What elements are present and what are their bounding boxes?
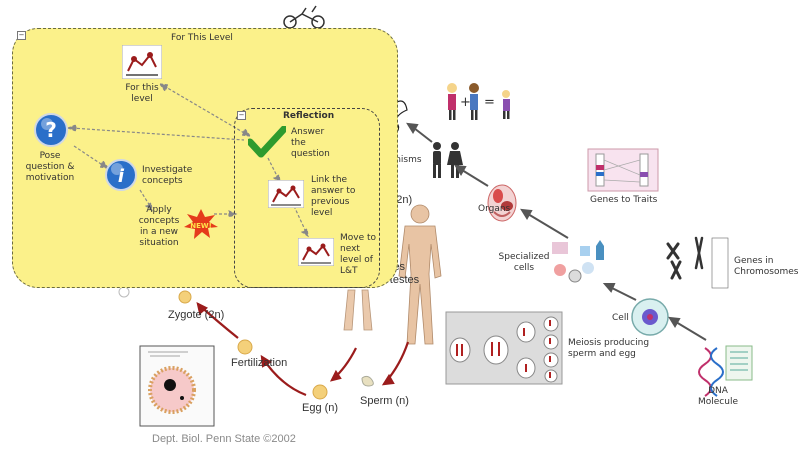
move-next-level-label: Move to next level of L&T	[340, 233, 377, 276]
specialized-cells-icon	[552, 240, 604, 283]
for-this-level-panel: − For This Level	[12, 28, 398, 288]
reflection-collapse-button[interactable]: −	[237, 111, 246, 120]
info-icon[interactable]: i	[104, 158, 138, 192]
svg-text:?: ?	[45, 118, 57, 142]
organs-icon	[487, 184, 517, 222]
molecule-image-icon	[122, 45, 162, 79]
zygote-label: Zygote (2n)	[168, 309, 225, 321]
new-badge-icon: NEW!	[184, 209, 218, 239]
fertilization-image	[139, 345, 215, 427]
cell-icon	[631, 298, 669, 336]
chromosomes-icon	[666, 236, 729, 289]
link-answer-label: Link the answer to previous level	[311, 175, 356, 218]
zygote-icon	[178, 290, 192, 304]
answer-question-label: Answer the question	[291, 127, 330, 159]
genes-to-traits-label: Genes to Traits	[590, 195, 658, 205]
investigate-label: Investigate concepts	[142, 165, 193, 186]
specialized-cells-label: Specialized cells	[498, 252, 550, 273]
dna-icon	[698, 345, 753, 397]
genes-in-chromosomes-label: Genes in Chromosomes	[734, 256, 799, 277]
people-silhouette-icon	[433, 142, 463, 178]
link-molecule-icon	[268, 180, 304, 208]
for-this-level-label: For this level	[125, 83, 159, 104]
egg-icon	[312, 384, 328, 400]
dna-molecule-label: DNA Molecule	[698, 386, 738, 407]
panel-title: For This Level	[171, 33, 233, 43]
ies-label: ies	[391, 261, 406, 273]
human-body-icon	[398, 204, 442, 345]
fertilization-label: Fertilization	[231, 357, 288, 369]
new-badge-text: NEW!	[190, 222, 212, 230]
organisms-label: ganisms	[384, 155, 422, 165]
credit-label: Dept. Biol. Penn State ©2002	[152, 433, 296, 445]
fertilized-egg-icon	[237, 339, 253, 355]
panel-collapse-button[interactable]: −	[17, 31, 26, 40]
organs-label: Organs	[478, 204, 511, 214]
sperm-icon	[361, 375, 374, 387]
apply-concepts-label: Apply concepts in a new situation	[138, 205, 180, 248]
life-cycle-arrows	[196, 301, 410, 397]
egg-label: Egg (n)	[302, 402, 339, 414]
pathway-arrows	[406, 122, 707, 341]
question-icon[interactable]: ?	[33, 112, 69, 148]
checkmark-icon	[248, 126, 286, 158]
meiosis-label: Meiosis producing sperm and egg	[568, 338, 650, 359]
genes-to-traits-icon	[587, 148, 659, 192]
equation-plus: +	[460, 95, 471, 110]
reflection-panel: − Reflection	[234, 108, 380, 288]
family-equation-icon	[447, 83, 510, 120]
human-body-partial-icon	[343, 289, 373, 331]
cell-label: Cell	[612, 313, 629, 323]
meiosis-panel-icon	[445, 311, 563, 385]
pose-question-label: Pose question & motivation	[25, 151, 75, 183]
equation-equals: =	[484, 95, 495, 110]
reflection-title: Reflection	[283, 111, 335, 121]
sperm-label: Sperm (n)	[360, 395, 409, 407]
move-molecule-icon	[298, 238, 334, 266]
svg-text:i: i	[118, 166, 125, 187]
